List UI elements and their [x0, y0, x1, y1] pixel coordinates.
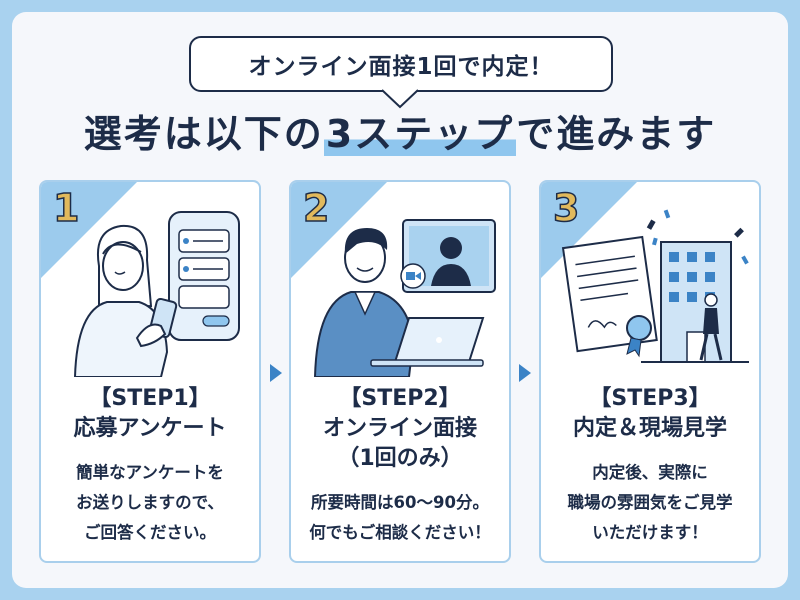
step-number: 3 — [552, 185, 580, 231]
step-desc-line: 所要時間は60〜90分。 — [311, 493, 489, 512]
step-title: オンライン面接 — [322, 416, 477, 441]
corner-triangle — [41, 182, 137, 278]
step-label: 【STEP2】 — [339, 386, 461, 411]
step-desc-line: いただけます！ — [592, 523, 708, 542]
step-title: （1回のみ） — [337, 446, 463, 471]
speech-bubble-tail — [381, 89, 419, 109]
headline-suffix: で進みます — [516, 112, 717, 156]
speech-bubble: オンライン面接1回で内定！ — [189, 36, 613, 92]
step-desc-line: 何でもご相談ください！ — [309, 523, 491, 542]
arrow-right-icon — [270, 364, 282, 382]
certificate-building-illustration — [561, 209, 749, 363]
headline-prefix: 選考は以下の — [83, 112, 324, 156]
step-number: 1 — [52, 185, 80, 231]
step-desc-line: ご回答ください。 — [84, 523, 216, 542]
step-title: 応募アンケート — [73, 416, 227, 441]
step-number: 2 — [302, 185, 330, 231]
step-card-1: 1 【STEP1】 応募アンケート 簡単なアンケートを お送りしますので、 ご回… — [39, 180, 261, 563]
step-desc-line: 内定後、実際に — [592, 463, 708, 482]
step-title: 内定＆現場見学 — [572, 416, 727, 441]
step-desc-line: 職場の雰囲気をご見学 — [567, 493, 733, 512]
step-desc-line: 簡単なアンケートを — [76, 463, 224, 482]
arrow-right-icon — [519, 364, 531, 382]
man-video-call-illustration — [313, 219, 496, 377]
step-card-2: 2 【STEP2】 オンライン面接 （1回のみ） 所要時間は60〜90分。 何で… — [289, 180, 511, 563]
corner-triangle — [291, 182, 387, 278]
woman-with-smartphone-illustration — [73, 211, 240, 377]
step-card-3: 3 【STEP3】 内定＆現場見学 内定後、実際に 職場の雰囲気をご見学 いただ… — [539, 180, 761, 563]
step-label: 【STEP1】 — [89, 386, 211, 411]
bubble-text: オンライン面接1回で内定！ — [248, 54, 554, 80]
page-title: 選考は以下の3ステップで進みます — [0, 104, 800, 164]
headline-highlight: 3ステップ — [323, 112, 517, 156]
step-desc-line: お送りしますので、 — [76, 493, 224, 512]
step-label: 【STEP3】 — [589, 386, 711, 411]
